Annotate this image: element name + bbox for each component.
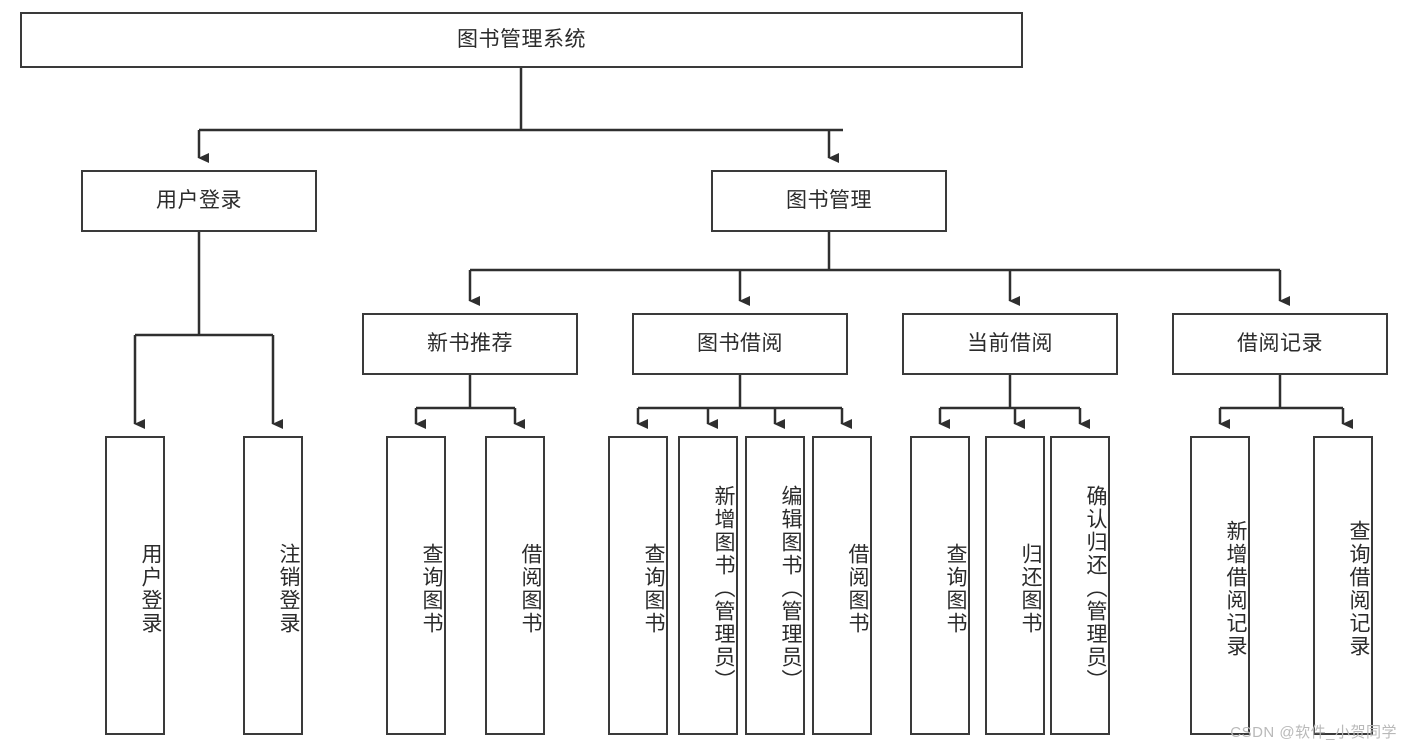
node-leaf-8[interactable]: 查询图书	[910, 436, 970, 735]
node-level2-1[interactable]: 图书管理	[711, 170, 947, 232]
node-leaf-11-label: 新增借阅记录	[1224, 519, 1247, 658]
node-leaf-0[interactable]: 用户登录	[105, 436, 165, 735]
edge-group-user-login	[133, 232, 283, 429]
node-level3-2-label: 当前借阅	[967, 332, 1053, 356]
node-leaf-1[interactable]: 注销登录	[243, 436, 303, 735]
node-level2-0-label: 用户登录	[156, 189, 242, 213]
node-leaf-4[interactable]: 查询图书	[608, 436, 668, 735]
node-level2-1-label: 图书管理	[786, 189, 872, 213]
edge-group-newbook	[414, 375, 525, 429]
node-leaf-10-label: 确认归还（管理员）	[1084, 485, 1107, 692]
node-leaf-3-label: 借阅图书	[519, 542, 542, 635]
node-leaf-5[interactable]: 新增图书（管理员）	[678, 436, 738, 735]
node-level3-0-label: 新书推荐	[427, 332, 513, 356]
edge-group-current	[938, 375, 1090, 429]
node-leaf-0-label: 用户登录	[139, 542, 162, 635]
edge-group-borrow	[636, 375, 852, 429]
edge-group-root	[197, 68, 843, 163]
node-leaf-6[interactable]: 编辑图书（管理员）	[745, 436, 805, 735]
node-leaf-9[interactable]: 归还图书	[985, 436, 1045, 735]
node-root[interactable]: 图书管理系统	[20, 12, 1023, 68]
node-level2-0[interactable]: 用户登录	[81, 170, 317, 232]
edge-group-record	[1218, 375, 1353, 429]
watermark: CSDN @软件_小贺同学	[1230, 724, 1397, 741]
node-leaf-4-label: 查询图书	[642, 542, 665, 635]
node-level3-1[interactable]: 图书借阅	[632, 313, 848, 375]
node-leaf-2[interactable]: 查询图书	[386, 436, 446, 735]
node-leaf-11[interactable]: 新增借阅记录	[1190, 436, 1250, 735]
node-leaf-2-label: 查询图书	[420, 542, 443, 635]
edge-group-book-mgmt	[468, 232, 1290, 306]
node-leaf-3[interactable]: 借阅图书	[485, 436, 545, 735]
node-level3-2[interactable]: 当前借阅	[902, 313, 1118, 375]
node-leaf-8-label: 查询图书	[944, 542, 967, 635]
node-leaf-5-label: 新增图书（管理员）	[712, 485, 735, 692]
node-level3-3[interactable]: 借阅记录	[1172, 313, 1388, 375]
node-leaf-6-label: 编辑图书（管理员）	[779, 485, 802, 692]
node-level3-1-label: 图书借阅	[697, 332, 783, 356]
node-level3-0[interactable]: 新书推荐	[362, 313, 578, 375]
node-leaf-1-label: 注销登录	[277, 542, 300, 635]
node-level3-3-label: 借阅记录	[1237, 332, 1323, 356]
node-leaf-12[interactable]: 查询借阅记录	[1313, 436, 1373, 735]
node-leaf-9-label: 归还图书	[1019, 542, 1042, 635]
node-root-label: 图书管理系统	[457, 28, 586, 52]
node-leaf-7[interactable]: 借阅图书	[812, 436, 872, 735]
node-leaf-7-label: 借阅图书	[846, 542, 869, 635]
node-leaf-12-label: 查询借阅记录	[1347, 519, 1370, 658]
node-leaf-10[interactable]: 确认归还（管理员）	[1050, 436, 1110, 735]
